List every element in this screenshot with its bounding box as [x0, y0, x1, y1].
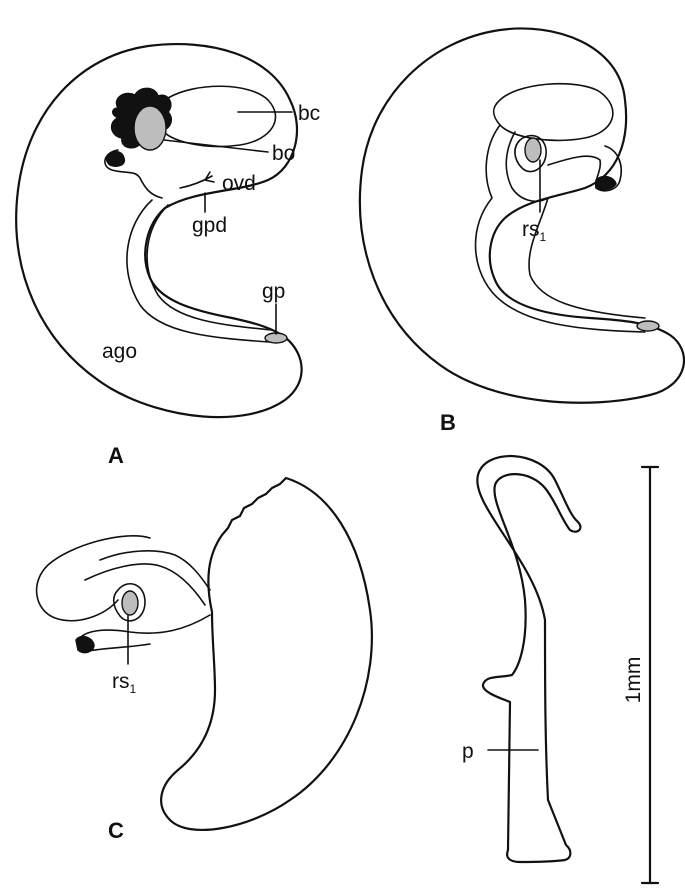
panel-c-lower-duct [78, 615, 210, 640]
panel-a: bc bo ovd gpd gp ago A [16, 44, 320, 468]
label-rs-b: rs1 [522, 218, 547, 244]
label-gpd: gpd [192, 214, 227, 237]
panel-c-duct-tip [76, 637, 94, 653]
panel-a-oviduct-dark [107, 152, 125, 167]
label-bo: bo [272, 142, 295, 165]
label-p: p [462, 740, 474, 763]
scale-bar-label: 1mm [622, 657, 645, 704]
panel-b-outer-outline [360, 28, 684, 402]
panel-c: rs1 C [37, 478, 372, 843]
panel-b-hook-dark [596, 177, 616, 190]
panel-c-receptaculum-stipple [122, 591, 138, 615]
panel-b-genital-pore [637, 321, 659, 331]
panel-c-bursa-inner2 [100, 551, 210, 590]
panel-b-bursa [494, 84, 613, 141]
panel-c-bean-body [161, 478, 372, 830]
label-ovd: ovd [222, 172, 256, 195]
scale-bar: 1mm [622, 467, 658, 883]
panel-label-a: A [108, 443, 124, 468]
panel-label-c: C [108, 818, 124, 843]
panel-d-stylet: p [462, 456, 580, 862]
panel-label-b: B [440, 410, 456, 435]
label-gp: gp [262, 280, 285, 303]
panel-b-receptaculum-stipple [525, 138, 541, 162]
panel-a-bo-body [134, 106, 166, 150]
label-rs-c: rs1 [112, 670, 137, 696]
panel-b: rs1 B [360, 28, 684, 435]
panel-a-bursa-copulatrix [156, 86, 276, 146]
stylet-outline [477, 456, 580, 862]
label-ago: ago [102, 340, 137, 363]
label-bc: bc [298, 102, 320, 125]
